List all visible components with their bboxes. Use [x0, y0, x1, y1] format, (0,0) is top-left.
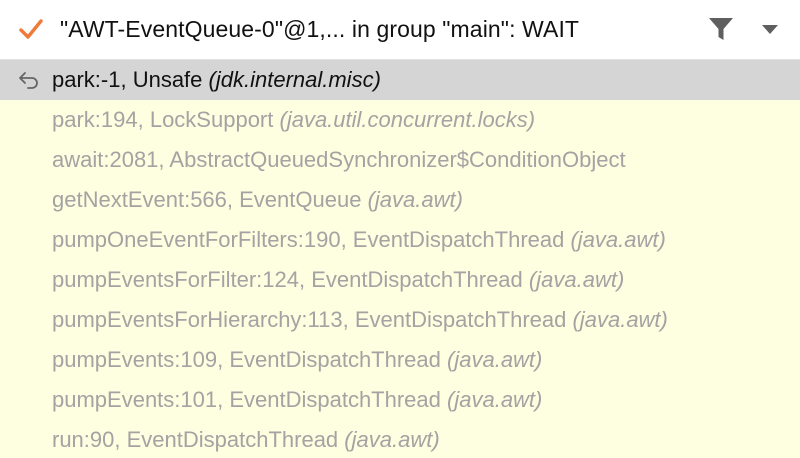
frame-package: (java.awt) — [570, 227, 666, 252]
frame-method: run:90, EventDispatchThread — [52, 427, 339, 452]
stack-frames-list: park:-1, Unsafe (jdk.internal.misc) park… — [0, 60, 800, 458]
stack-frame-row[interactable]: await:2081, AbstractQueuedSynchronizer$C… — [0, 140, 800, 180]
return-arrow-icon — [19, 72, 38, 89]
frame-method: pumpEventsForHierarchy:113, EventDispatc… — [52, 307, 567, 332]
stack-frame-row[interactable]: pumpOneEventForFilters:190, EventDispatc… — [0, 220, 800, 260]
frame-package: (jdk.internal.misc) — [208, 67, 381, 92]
thread-title: "AWT-EventQueue-0"@1,... in group "main"… — [60, 16, 580, 42]
frame-package: (java.util.concurrent.locks) — [279, 107, 536, 132]
checkmark-icon — [19, 19, 43, 39]
frame-method: pumpEventsForFilter:124, EventDispatchTh… — [52, 267, 523, 292]
frame-method: await:2081, AbstractQueuedSynchronizer$C… — [52, 147, 626, 172]
stack-frame-row[interactable]: park:194, LockSupport (java.util.concurr… — [0, 100, 800, 140]
frame-method: pumpEvents:101, EventDispatchThread — [52, 387, 441, 412]
stack-frame-row[interactable]: pumpEventsForFilter:124, EventDispatchTh… — [0, 260, 800, 300]
stack-frame-row[interactable]: run:90, EventDispatchThread (java.awt) — [0, 420, 800, 458]
filter-icon[interactable] — [707, 16, 735, 42]
frame-method: getNextEvent:566, EventQueue — [52, 187, 362, 212]
frame-method: park:194, LockSupport — [52, 107, 274, 132]
frame-method: pumpOneEventForFilters:190, EventDispatc… — [52, 227, 565, 252]
stack-frame-row[interactable]: getNextEvent:566, EventQueue (java.awt) — [0, 180, 800, 220]
frame-method: pumpEvents:109, EventDispatchThread — [52, 347, 441, 372]
frame-package: (java.awt) — [344, 427, 440, 452]
stack-frame-row[interactable]: pumpEventsForHierarchy:113, EventDispatc… — [0, 300, 800, 340]
frame-package: (java.awt) — [528, 267, 625, 292]
chevron-down-icon[interactable] — [760, 22, 780, 36]
frame-package: (java.awt) — [367, 187, 463, 212]
frame-package: (java.awt) — [447, 387, 543, 412]
frame-method: park:-1, Unsafe — [52, 67, 203, 92]
stack-frame-row-selected[interactable]: park:-1, Unsafe (jdk.internal.misc) — [0, 60, 800, 100]
stack-frame-row[interactable]: pumpEvents:101, EventDispatchThread (jav… — [0, 380, 800, 420]
stack-frame-row[interactable]: pumpEvents:109, EventDispatchThread (jav… — [0, 340, 800, 380]
thread-selector[interactable]: "AWT-EventQueue-0"@1,... in group "main"… — [0, 0, 800, 60]
frame-package: (java.awt) — [572, 307, 668, 332]
frame-package: (java.awt) — [447, 347, 543, 372]
